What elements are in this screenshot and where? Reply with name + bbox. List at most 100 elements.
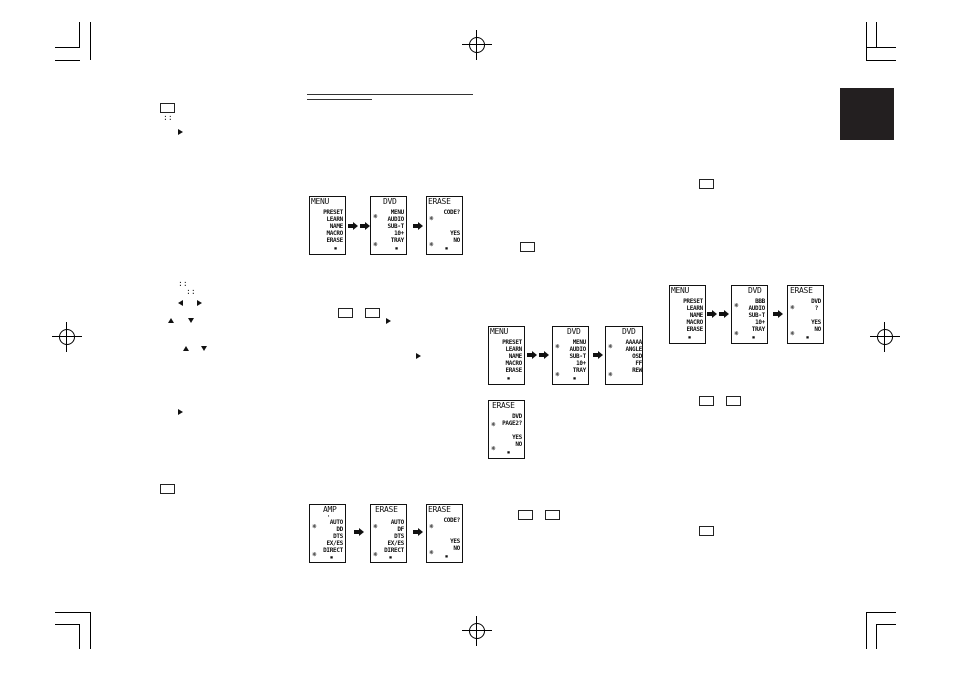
arrow-icon — [413, 528, 423, 536]
blink-icon: ⁕ — [311, 550, 318, 559]
blink-icon: ⁕ — [311, 522, 318, 531]
lcd-line: LEARN — [505, 346, 522, 353]
lcd-line: TRAY — [751, 326, 766, 333]
right-arrow-icon — [416, 353, 421, 359]
lcd-line: OSD — [632, 353, 642, 360]
blink-icon: ⁕ — [428, 214, 435, 223]
lcd-screen: DVD AAAAA ANGLE OSD FF REW ⁕ ⁕ — [605, 326, 643, 385]
arrow-icon — [539, 351, 549, 359]
lcd-line: REW — [632, 367, 642, 374]
lcd-title: AMP — [323, 505, 337, 514]
blink-icon: ⁕ — [372, 550, 379, 559]
crop-mark — [55, 624, 80, 625]
right-arrow-icon — [197, 300, 202, 306]
key-button-icon — [160, 484, 175, 494]
arrow-icon — [773, 310, 783, 318]
blink-icon: ⁕ — [490, 444, 497, 453]
dots-icon: :: — [163, 113, 173, 122]
lcd-line: DTS — [394, 533, 404, 540]
lcd-line: PAGE2? — [502, 420, 522, 427]
lcd-line: MENU — [390, 209, 405, 216]
blink-icon: ⁕ — [554, 342, 561, 351]
arrow-icon — [707, 310, 717, 318]
lcd-line: ▪ — [687, 334, 692, 341]
registration-mark — [870, 322, 900, 352]
lcd-line: EX/ES — [387, 540, 404, 547]
up-arrow-icon — [183, 346, 189, 351]
lcd-screen: DVD MENU AUDIO SUB-T 10+ TRAY ▪ ⁕ ⁕ — [370, 196, 407, 255]
lcd-line: AAAAA — [625, 339, 642, 346]
registration-mark — [52, 322, 82, 352]
lcd-line: TRAY — [572, 367, 587, 374]
lcd-line: NO — [453, 237, 460, 244]
lcd-screen: ERASE CODE? YES NO ▪ ⁕ ⁕ — [426, 196, 463, 255]
lcd-line: SUB-T — [569, 353, 586, 360]
lcd-line: AUDIO — [569, 346, 586, 353]
lcd-line: DIRECT — [323, 547, 343, 554]
lcd-line: ERASE — [326, 237, 343, 244]
dots-icon: :: — [178, 279, 188, 288]
crop-mark — [79, 624, 80, 649]
crop-mark — [876, 624, 877, 649]
lcd-line: MACRO — [326, 230, 343, 237]
lcd-line: ▪ — [444, 245, 449, 252]
crop-mark — [876, 624, 896, 625]
lcd-line: ▪ — [805, 334, 810, 341]
lcd-line: LEARN — [686, 305, 703, 312]
lcd-screen: MENU PRESET LEARN NAME MACRO ERASE ▪ — [488, 326, 525, 385]
lcd-line: YES — [450, 230, 460, 237]
blink-icon: ⁕ — [607, 370, 614, 379]
key-button-icon — [338, 308, 353, 318]
lcd-line: DVD — [512, 413, 522, 420]
lcd-line: SUB-T — [748, 312, 765, 319]
key-button-icon — [160, 103, 175, 113]
lcd-title: DVD — [622, 327, 636, 336]
lcd-line: ERASE — [686, 326, 703, 333]
lcd-line: CODE? — [443, 209, 460, 216]
crop-mark — [55, 47, 80, 48]
lcd-line: DF — [397, 526, 404, 533]
lcd-line: ▪ — [394, 245, 399, 252]
lcd-line: DTS — [333, 533, 343, 540]
lcd-screen: ERASE DVD ? YES NO ▪ ⁕ ⁕ — [787, 285, 824, 344]
lcd-line: AUDIO — [387, 216, 404, 223]
arrow-icon — [413, 222, 423, 230]
right-arrow-icon — [386, 318, 391, 324]
arrow-icon — [360, 222, 370, 230]
key-button-icon — [726, 396, 741, 406]
lcd-line: ▪ — [506, 449, 511, 456]
left-arrow-icon — [178, 300, 183, 306]
lcd-line: CODE? — [443, 517, 460, 524]
registration-mark — [462, 616, 492, 646]
lcd-screen: AMP · AUTO DD DTS EX/ES DIRECT ▪ ⁕ ⁕ — [309, 504, 346, 563]
lcd-screen: MENU PRESET LEARN NAME MACRO ERASE ▪ — [669, 285, 706, 344]
lcd-line: EX/ES — [326, 540, 343, 547]
lcd-line: DD — [336, 526, 343, 533]
lcd-line: DIRECT — [384, 547, 404, 554]
lcd-title: ERASE — [428, 505, 451, 514]
crop-mark — [79, 22, 80, 47]
section-tab — [840, 88, 894, 140]
lcd-line: NAME — [329, 223, 344, 230]
lcd-line: ▪ — [444, 553, 449, 560]
key-button-icon — [699, 526, 714, 536]
down-arrow-icon — [201, 346, 207, 351]
crop-mark — [866, 47, 896, 48]
key-button-icon — [365, 308, 380, 318]
lcd-line: 10+ — [394, 230, 404, 237]
lcd-line: MENU — [572, 339, 587, 346]
lcd-line: NO — [515, 441, 522, 448]
right-arrow-icon — [178, 129, 183, 135]
blink-icon: ⁕ — [733, 329, 740, 338]
arrow-icon — [354, 528, 364, 536]
lcd-line: ERASE — [505, 367, 522, 374]
lcd-title: DVD — [567, 327, 581, 336]
lcd-line: LEARN — [326, 216, 343, 223]
lcd-line: ▪ — [388, 554, 393, 561]
lcd-line: ? — [814, 305, 819, 312]
crop-mark — [90, 22, 91, 60]
crop-mark — [866, 612, 867, 649]
crop-mark — [55, 612, 90, 613]
arrow-icon — [593, 351, 603, 359]
blink-icon: ⁕ — [372, 212, 379, 221]
